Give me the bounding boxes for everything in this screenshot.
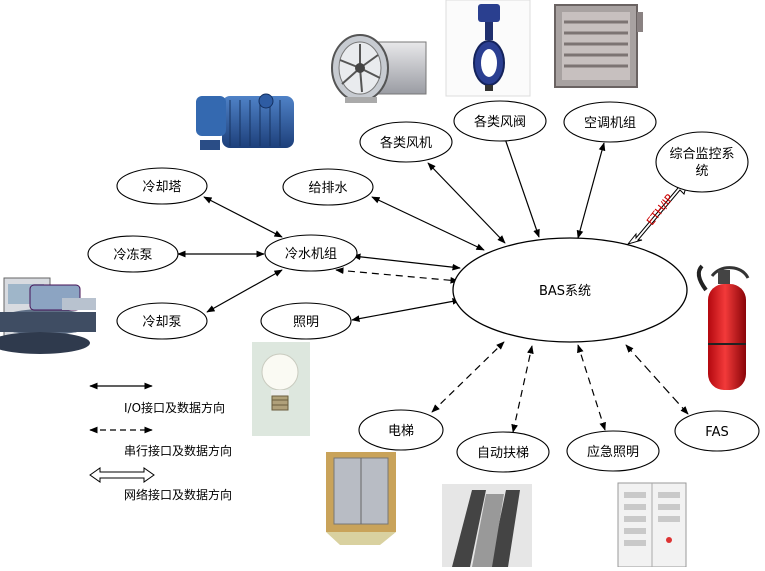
fans-label: 各类风机 [380,135,432,151]
pump-motor-icon [196,93,294,150]
serial-link-elevator [431,341,505,413]
node-fas[interactable]: FAS [674,410,760,452]
io-link-fans [427,162,506,244]
fas-label: FAS [705,425,728,440]
node-valves[interactable]: 各类风阀 [453,100,547,142]
butterfly-valve-icon [445,0,531,97]
lighting-label: 照明 [293,315,319,330]
node-elevator[interactable]: 电梯 [358,409,444,451]
chilled-pump-label: 冷冻泵 [113,247,152,263]
legend-network: 网络接口及数据方向 [89,467,232,502]
io-link-lighting [351,298,461,322]
light-bulb-icon [252,342,310,436]
ahu-label: 空调机组 [584,116,636,131]
node-chiller[interactable]: 冷水机组 [264,234,358,272]
eth-ip-label: ETH/IP [644,192,676,228]
node-chilled-pump[interactable]: 冷冻泵 [87,235,179,273]
io-link-water [371,196,485,251]
node-emergency-lighting[interactable]: 应急照明 [566,430,660,472]
ims-label-line1: 综合监控系 [669,147,734,162]
escalator-icon [442,484,532,567]
serial-link-escalator [511,345,534,433]
network-link-ims: ETH/IP [626,179,689,245]
node-ims[interactable]: 综合监控系 统 [655,131,749,193]
node-water[interactable]: 给排水 [282,168,374,206]
fire-extinguisher-icon [696,264,750,390]
serial-link-fas [625,344,689,415]
valves-label: 各类风阀 [474,114,526,130]
node-cooling-tower[interactable]: 冷却塔 [116,167,208,205]
serial-link-chiller-bas [335,267,459,284]
electrical-cabinet-icon [617,482,687,568]
legend-serial: 串行接口及数据方向 [89,426,232,458]
elevator-car-icon [326,452,396,545]
ims-label-line2: 统 [695,164,708,179]
escalator-label: 自动扶梯 [477,446,529,461]
io-link-valves [501,129,540,238]
node-escalator[interactable]: 自动扶梯 [456,431,550,473]
io-link-cooling-tower [203,196,283,238]
legend-io: I/O接口及数据方向 [89,382,225,415]
serial-link-emergency-lighting [577,344,606,431]
chiller-label: 冷水机组 [285,247,337,262]
io-link-ahu [576,142,606,239]
elevator-label: 电梯 [388,424,414,439]
cooling-tower-label: 冷却塔 [142,180,181,195]
legend-io-label: I/O接口及数据方向 [124,400,225,415]
bas-system-node[interactable]: BAS系统 [452,237,688,343]
node-fans[interactable]: 各类风机 [359,121,453,163]
node-lighting[interactable]: 照明 [260,302,352,340]
legend-network-label: 网络接口及数据方向 [124,487,232,502]
water-label: 给排水 [308,181,347,196]
io-link-chiller-bas [352,253,461,271]
cooling-pump-label: 冷却泵 [142,315,181,330]
io-link-cooling-pump [206,269,283,313]
damper-icon [554,4,643,88]
emergency-lighting-label: 应急照明 [587,444,639,460]
node-cooling-pump[interactable]: 冷却泵 [116,302,208,340]
chiller-unit-icon [0,277,96,354]
axial-fan-icon [331,34,427,103]
node-ahu[interactable]: 空调机组 [563,101,657,143]
bas-system-label: BAS系统 [539,284,591,299]
legend: I/O接口及数据方向 串行接口及数据方向 网络接口及数据方向 [89,382,232,502]
legend-serial-label: 串行接口及数据方向 [124,443,232,458]
